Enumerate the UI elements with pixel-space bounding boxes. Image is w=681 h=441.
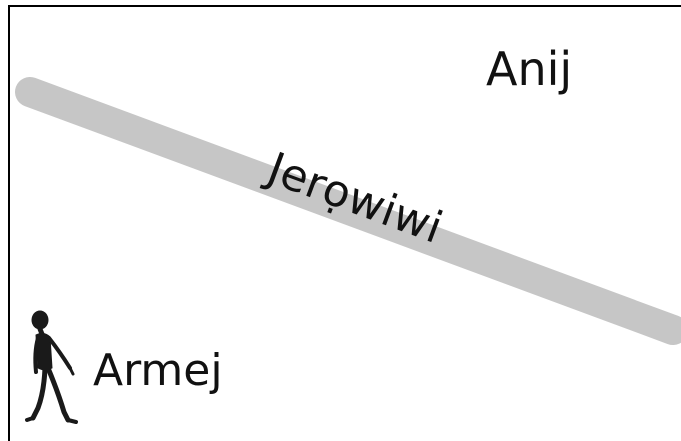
place-label-top-right: Anij [486, 42, 572, 96]
person-label: Armej [93, 345, 223, 396]
road-label: Jerọwiwi [258, 142, 449, 254]
road-band [15, 77, 681, 345]
person-walking-icon [25, 310, 78, 424]
frame-border [8, 5, 681, 441]
